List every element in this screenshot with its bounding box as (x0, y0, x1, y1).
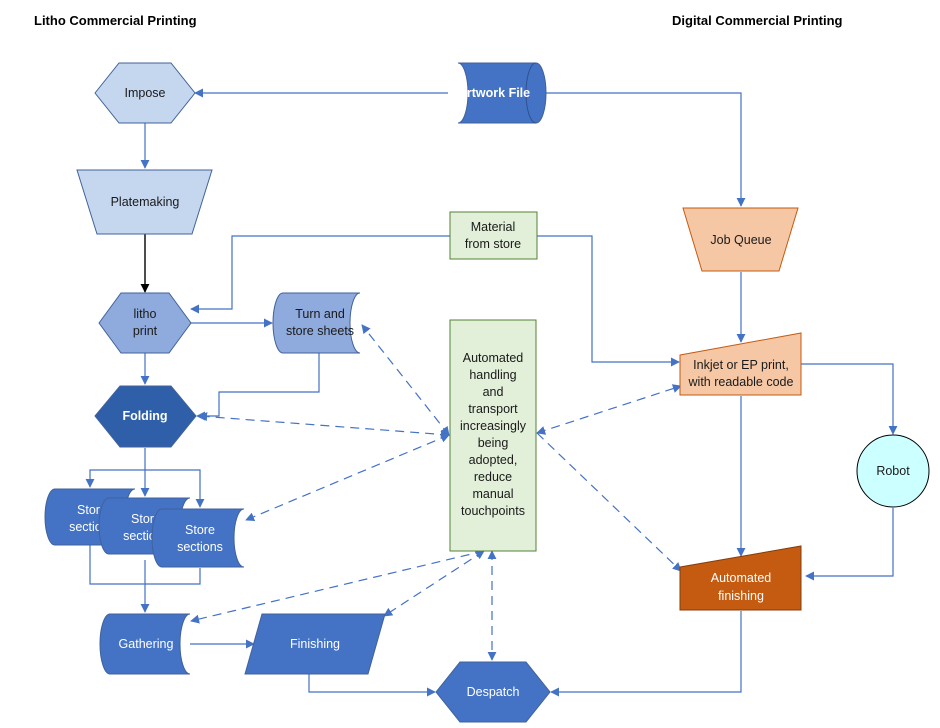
inkjet-label-1: Inkjet or EP print, (693, 358, 789, 372)
litho-print-node: litho print (98, 292, 192, 354)
finishing-node: Finishing (244, 613, 386, 675)
inkjet-label-2: with readable code (688, 375, 794, 389)
dashed-link-folding (198, 412, 450, 439)
artwork-file-label: Artwork File (458, 86, 530, 100)
connector-robot-autofinishing (805, 508, 894, 581)
digital-header: Digital Commercial Printing (672, 13, 843, 28)
material-label-2: from store (465, 237, 521, 251)
finishing-shape (244, 613, 386, 675)
platemaking-shape (76, 169, 213, 235)
litho-print-label-1: litho (134, 307, 157, 321)
automated-finishing-label-1: Automated (711, 571, 772, 585)
connector-folding-store3 (145, 469, 205, 508)
despatch-shape (435, 661, 551, 723)
connector-inkjet-robot (801, 363, 898, 435)
automated-handling-line-5: increasingly (460, 419, 527, 433)
impose-node: Impose (94, 62, 196, 124)
automated-finishing-node: Automated finishing (679, 545, 802, 611)
dashed-link-finishing (383, 550, 485, 617)
dashed-link-autofinishing (536, 432, 682, 572)
automated-handling-shape (449, 319, 537, 552)
inkjet-ep-print-node: Inkjet or EP print, with readable code (679, 332, 802, 396)
job-queue-shape (682, 207, 799, 272)
impose-label: Impose (125, 86, 166, 100)
despatch-node: Despatch (435, 661, 551, 723)
store-sections-3-shape (151, 508, 245, 568)
gathering-node: Gathering (99, 613, 191, 675)
automated-handling-line-3: and (483, 385, 504, 399)
automated-handling-line-10: touchpoints (461, 504, 525, 518)
dashed-link-turn (361, 324, 450, 436)
folding-shape (94, 385, 197, 448)
automation-links (190, 324, 682, 661)
folding-label: Folding (122, 409, 167, 423)
dashed-link-store (245, 433, 450, 522)
litho-header: Litho Commercial Printing (34, 13, 197, 28)
robot-node: Robot (856, 434, 930, 508)
job-queue-label: Job Queue (710, 233, 771, 247)
material-from-store-node: Material from store (449, 211, 538, 260)
connector-material-litho (190, 235, 450, 314)
dashed-link-inkjet (536, 384, 682, 435)
folding-node: Folding (94, 385, 197, 448)
automated-finishing-label-2: finishing (718, 589, 764, 603)
gathering-label: Gathering (119, 637, 174, 651)
platemaking-label: Platemaking (111, 195, 180, 209)
automated-handling-line-9: manual (473, 487, 514, 501)
inkjet-shape (679, 332, 802, 396)
automated-handling-node: Automated handling and transport increas… (449, 319, 537, 552)
turn-store-label-1: Turn and (295, 307, 345, 321)
automated-finishing-shape (679, 545, 802, 611)
connector-autofinishing-despatch (550, 611, 742, 697)
connector-folding-store1 (85, 469, 145, 488)
automated-handling-line-8: reduce (474, 470, 512, 484)
artwork-file-node: Artwork File (458, 62, 547, 124)
automated-handling-line-4: transport (468, 402, 518, 416)
despatch-label: Despatch (467, 685, 520, 699)
gathering-shape (99, 613, 191, 675)
connector-finishing-despatch (308, 674, 436, 697)
store-sections-3-label-1: Store (185, 523, 215, 537)
turn-store-shape (272, 292, 361, 354)
store-sections-3-node: Store sections (151, 508, 245, 568)
automated-handling-line-2: handling (469, 368, 516, 382)
automated-handling-line-7: adopted, (469, 453, 518, 467)
impose-shape (94, 62, 196, 124)
automated-handling-line-6: being (478, 436, 509, 450)
turn-store-label-2: store sheets (286, 324, 354, 338)
job-queue-node: Job Queue (682, 207, 799, 272)
connector-turn-folding (196, 353, 320, 421)
store-sections-1-label-1: Store (77, 503, 107, 517)
store-sections-3-label-2: sections (177, 540, 223, 554)
turn-and-store-sheets-node: Turn and store sheets (272, 292, 361, 354)
connector-artwork-jobqueue (546, 92, 746, 207)
robot-shape (856, 434, 930, 508)
litho-print-label-2: print (133, 324, 158, 338)
material-label-1: Material (471, 220, 515, 234)
finishing-label: Finishing (290, 637, 340, 651)
automated-handling-line-1: Automated (463, 351, 524, 365)
platemaking-node: Platemaking (76, 169, 213, 235)
connector-material-inkjet (537, 235, 680, 367)
material-shape (449, 211, 538, 260)
litho-print-shape (98, 292, 192, 354)
robot-label: Robot (876, 464, 910, 478)
